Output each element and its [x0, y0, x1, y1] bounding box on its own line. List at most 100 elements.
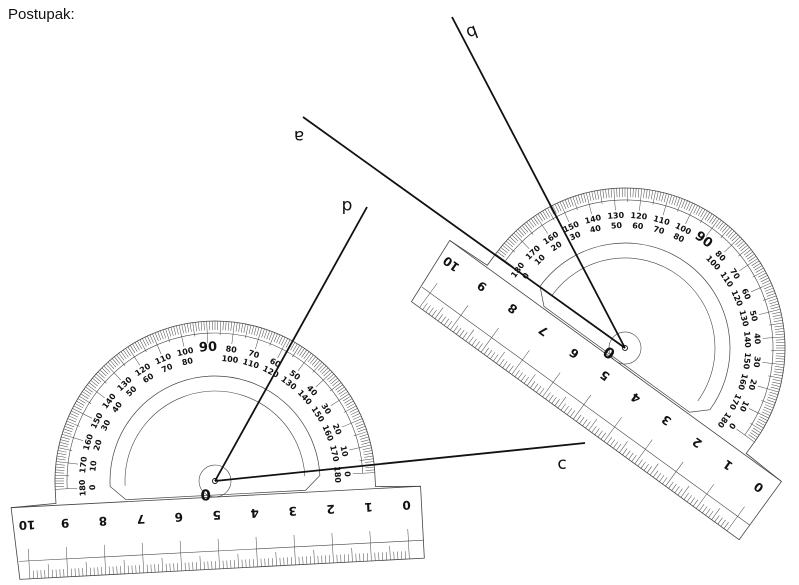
degree-tick: [59, 442, 69, 445]
degree-tick: [105, 363, 122, 381]
degree-tick: [554, 204, 560, 213]
degree-tick: [214, 320, 216, 330]
degree-tick: [277, 338, 288, 359]
degree-tick: [55, 472, 65, 474]
degree-tick: [361, 442, 371, 445]
degree-tick: [56, 455, 66, 458]
degree-tick: [774, 368, 784, 371]
ruler-tick: [717, 517, 723, 525]
angle-label-outer: 70: [247, 348, 261, 360]
degree-tick: [235, 322, 238, 332]
ruler-tick: [443, 318, 450, 326]
ruler-tick: [511, 350, 530, 375]
ruler-tick: [123, 559, 125, 574]
degree-tick: [363, 452, 373, 456]
ruler-number: 8: [98, 514, 107, 528]
ruler-tick: [606, 437, 612, 444]
degree-tick: [99, 369, 107, 377]
ruler-tick: [477, 343, 483, 351]
angle-label-outer: 180: [78, 479, 88, 497]
degree-tick: [109, 360, 117, 368]
degree-tick: [360, 436, 369, 440]
degree-tick: [704, 212, 710, 221]
ruler-tick: [680, 485, 690, 498]
ruler-tick: [369, 530, 372, 561]
ruler-number: 0: [402, 498, 411, 512]
degree-tick: [261, 328, 265, 338]
degree-tick: [238, 322, 241, 332]
ruler-tick: [474, 341, 480, 348]
protractor-right: 0180101702016030150401405013060120701108…: [410, 187, 786, 541]
degree-tick: [144, 337, 150, 346]
degree-tick: [65, 423, 75, 428]
degree-tick: [349, 444, 371, 451]
degree-tick: [285, 339, 291, 348]
degree-tick: [319, 365, 327, 373]
ruler-tick: [585, 421, 591, 429]
degree-tick: [775, 353, 785, 354]
degree-tick: [149, 334, 154, 344]
degree-tick: [717, 221, 724, 230]
angle-label-inner: 30: [568, 230, 582, 243]
degree-tick: [754, 265, 763, 271]
degree-tick: [772, 379, 782, 382]
degree-tick: [83, 389, 92, 395]
ruler-tick: [480, 327, 499, 353]
ruler-tick: [649, 463, 659, 476]
degree-tick: [735, 238, 743, 246]
ruler-tick: [502, 361, 508, 368]
ruler-tick: [533, 383, 539, 391]
ruler-tick: [539, 388, 545, 395]
degree-tick: [227, 321, 230, 331]
line-a: [302, 116, 626, 349]
degree-tick: [624, 188, 626, 198]
ruler-tick: [237, 553, 239, 568]
degree-tick: [309, 356, 316, 364]
degree-tick: [737, 240, 745, 248]
degree-tick: [599, 189, 603, 204]
ruler-tick: [643, 463, 649, 471]
angle-label-inner: 10: [88, 460, 98, 473]
degree-tick: [362, 447, 372, 450]
degree-tick: [700, 209, 706, 218]
degree-tick: [577, 194, 582, 204]
degree-tick: [761, 280, 771, 285]
ruler-tick: [275, 551, 277, 566]
ruler-tick: [425, 305, 431, 313]
degree-tick: [55, 469, 65, 471]
degree-tick: [303, 351, 310, 359]
ruler-tick: [217, 538, 220, 569]
degree-tick: [313, 360, 321, 368]
angle-label-inner: 40: [589, 223, 602, 235]
degree-tick: [55, 483, 65, 485]
ruler-tick: [646, 466, 652, 473]
ruler-tick: [65, 546, 69, 577]
ruler-tick: [551, 396, 557, 404]
degree-tick: [635, 188, 637, 198]
degree-tick: [219, 321, 221, 336]
degree-tick: [73, 405, 82, 411]
degree-tick: [280, 337, 286, 346]
degree-tick: [766, 293, 776, 297]
protractor-left: 0180101702016030150401405013060120701108…: [10, 320, 425, 580]
degree-tick: [513, 232, 530, 249]
ruler-tick: [640, 461, 646, 469]
degree-tick: [311, 358, 319, 366]
degree-tick: [530, 218, 537, 226]
degree-tick: [775, 344, 785, 346]
degree-tick: [103, 365, 111, 373]
ruler-tick: [47, 563, 50, 578]
degree-tick: [697, 207, 703, 217]
degree-tick: [328, 375, 336, 383]
center-zero-mark: 0: [200, 485, 211, 504]
ruler-tick: [465, 329, 475, 342]
degree-tick: [648, 189, 651, 199]
degree-tick: [608, 188, 610, 198]
degree-tick: [346, 403, 356, 409]
degree-tick: [498, 249, 507, 256]
ruler-scale-line: [18, 539, 424, 562]
degree-tick: [356, 426, 366, 430]
degree-tick: [760, 277, 769, 283]
degree-tick: [721, 225, 729, 233]
degree-tick: [774, 371, 784, 374]
